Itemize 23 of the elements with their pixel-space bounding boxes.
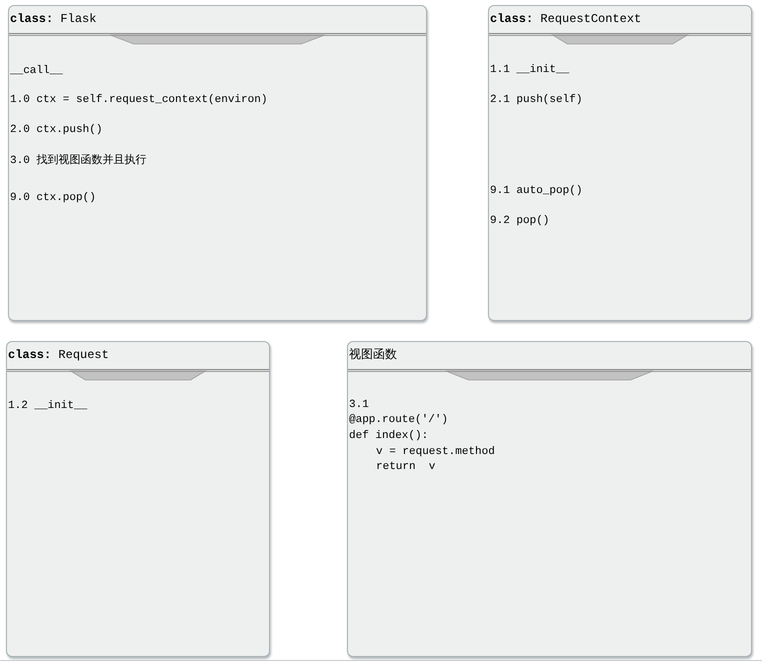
code-line: 9.0 ctx.pop() [10,191,96,205]
code-line: 1.1 __init__ [490,63,570,77]
class-panel [488,5,752,321]
code-line: return v [376,460,436,474]
class-panel [6,341,270,657]
code-line: 1.2 __init__ [8,399,88,413]
panel-title: class: Request [8,348,109,362]
code-line: v = request.method [376,445,495,459]
code-line: def index(): [349,429,428,443]
panel-title: 视图函数 [349,348,397,362]
code-line: 3.0 找到视图函数并且执行 [10,154,146,168]
code-line: @app.route('/') [349,413,448,427]
code-line: __call__ [10,64,63,78]
class-panel [347,341,752,657]
panel-title: class: RequestContext [490,12,642,26]
class-panel [8,5,427,321]
code-line: 9.2 pop() [490,214,550,228]
code-line: 2.1 push(self) [490,93,582,107]
code-line: 1.0 ctx = self.request_context(environ) [10,93,268,107]
code-line: 9.1 auto_pop() [490,184,582,198]
panel-title: class: Flask [10,12,96,26]
code-line: 2.0 ctx.push() [10,123,102,137]
code-line: 3.1 [349,398,369,412]
